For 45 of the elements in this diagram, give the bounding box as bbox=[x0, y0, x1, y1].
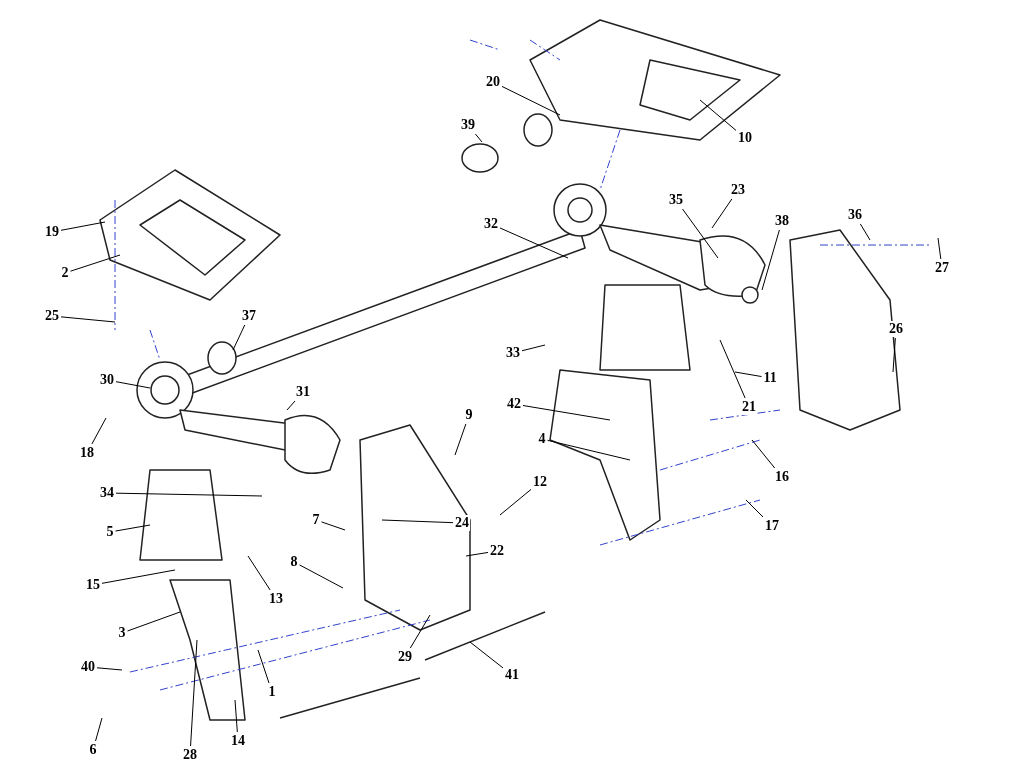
leader-line bbox=[719, 339, 746, 399]
callout-number: 24 bbox=[454, 515, 470, 531]
leader-line bbox=[286, 400, 296, 411]
leader-line bbox=[454, 423, 467, 456]
leader-line bbox=[474, 133, 483, 143]
leader-line bbox=[682, 208, 719, 259]
leader-line bbox=[91, 417, 107, 445]
leader-line bbox=[522, 405, 611, 421]
leader-line bbox=[469, 641, 504, 669]
leader-line bbox=[299, 564, 344, 589]
leader-line bbox=[247, 555, 271, 591]
leader-line bbox=[234, 699, 238, 733]
leader-line bbox=[409, 614, 431, 649]
leader-line bbox=[257, 649, 270, 684]
leader-line bbox=[761, 229, 780, 291]
leader-line bbox=[381, 519, 454, 524]
leader-line bbox=[501, 85, 561, 116]
leader-line bbox=[465, 551, 489, 557]
leader-line bbox=[115, 524, 151, 532]
leader-line bbox=[745, 499, 764, 518]
leader-line bbox=[60, 316, 116, 323]
leader-line bbox=[892, 337, 896, 373]
leader-line bbox=[96, 667, 123, 671]
leader-line bbox=[859, 223, 871, 241]
leader-line bbox=[521, 344, 546, 352]
leader-line bbox=[232, 324, 246, 351]
callout-number: 21 bbox=[741, 399, 757, 415]
leader-line bbox=[699, 99, 737, 131]
leader-line bbox=[190, 639, 198, 747]
leader-line bbox=[499, 227, 569, 259]
leader-line bbox=[101, 569, 176, 584]
leader-line bbox=[60, 221, 106, 231]
leader-line bbox=[499, 488, 532, 516]
leader-line bbox=[127, 611, 181, 632]
leader-line bbox=[734, 371, 762, 378]
leader-line bbox=[547, 439, 631, 461]
leader-line bbox=[95, 717, 103, 742]
leader-line bbox=[321, 521, 346, 531]
leader-line bbox=[115, 381, 151, 389]
leader-line bbox=[711, 198, 733, 229]
leader-line bbox=[115, 492, 263, 497]
leader-line bbox=[751, 439, 776, 469]
leader-line bbox=[70, 254, 121, 272]
leader-line bbox=[937, 237, 942, 260]
callout-number: 26 bbox=[888, 321, 904, 337]
